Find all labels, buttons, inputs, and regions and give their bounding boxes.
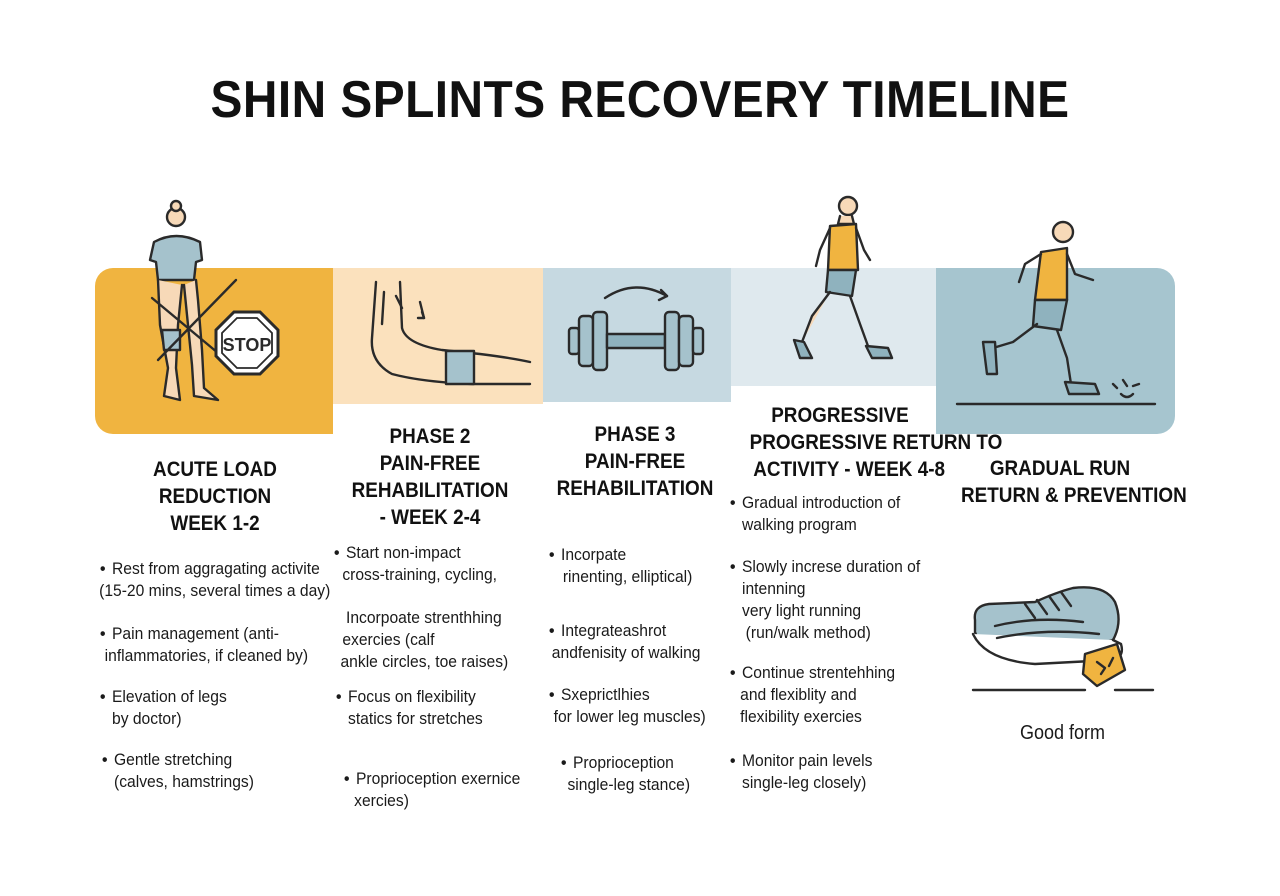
stop-person-icon: STOP bbox=[148, 199, 280, 402]
phase-5-heading: GRADUAL RUN RETURN & PREVENTION bbox=[961, 457, 1187, 507]
phase-3-heading: PHASE 3 PAIN-FREE REHABILITATION bbox=[556, 423, 714, 500]
list-item: •Pain management (anti-inflammatories, i… bbox=[100, 624, 309, 665]
running-person-icon bbox=[955, 220, 1157, 406]
running-shoe-icon bbox=[971, 586, 1155, 692]
list-item: •Rest from aggragating activite(15-20 mi… bbox=[99, 559, 331, 600]
stop-sign-icon: STOP bbox=[214, 310, 280, 376]
phase-4-heading: PROGRESSIVE PROGRESSIVE RETURN TO ACTIVI… bbox=[749, 404, 1003, 481]
dumbbell-icon bbox=[567, 286, 705, 372]
walking-person-icon bbox=[792, 195, 894, 360]
phase-1-heading: ACUTE LOAD REDUCTION WEEK 1-2 bbox=[153, 458, 277, 535]
page-title: SHIN SPLINTS RECOVERY TIMELINE bbox=[210, 71, 1070, 129]
svg-text:STOP: STOP bbox=[223, 335, 272, 355]
shoe-caption: Good form bbox=[1019, 722, 1106, 744]
shin-leg-icon bbox=[370, 280, 532, 386]
list-item: •Gentle stretching(calves, hamstrings) bbox=[102, 750, 254, 791]
phase-2-heading: PHASE 2 PAIN-FREE REHABILITATION - WEEK … bbox=[351, 425, 509, 529]
